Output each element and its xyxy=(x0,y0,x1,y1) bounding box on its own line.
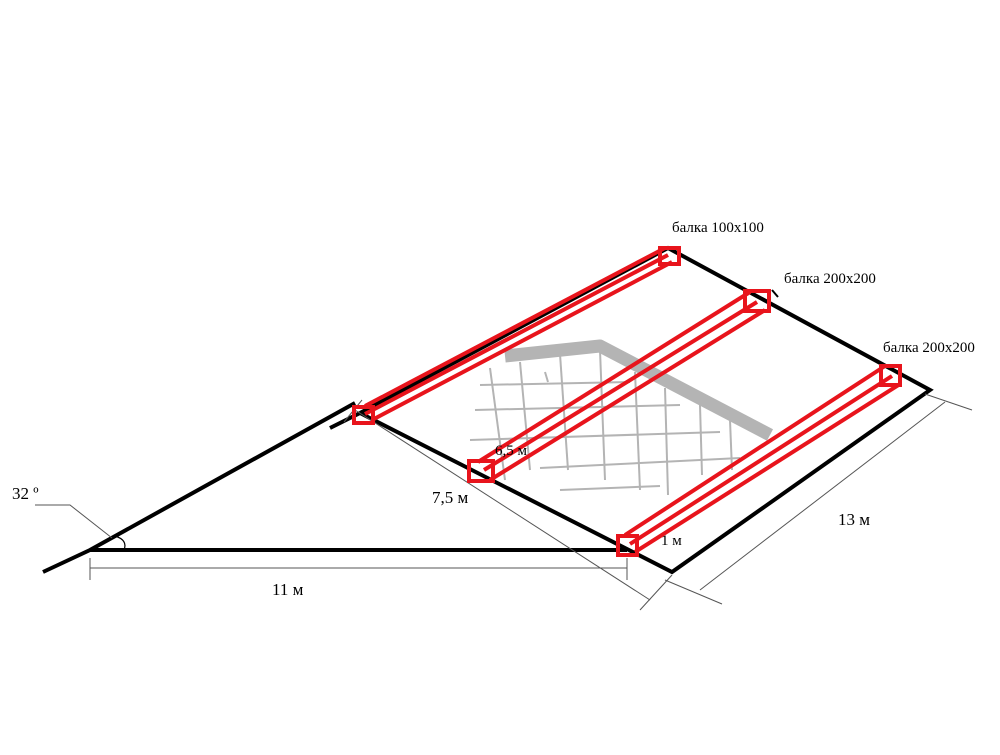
width-dimension-label: 13 м xyxy=(838,510,870,529)
roof-panel-outline xyxy=(359,245,934,575)
hatched-area xyxy=(469,339,774,496)
beam-gap-label: 6,5 м xyxy=(495,443,528,459)
angle-leader xyxy=(35,504,113,539)
angle-label: 32 º xyxy=(12,484,39,503)
beam-label-1: балка 100х100 xyxy=(672,220,764,236)
structure-outline xyxy=(42,245,934,575)
dim-end-gap-line xyxy=(639,574,673,611)
angle-arc xyxy=(114,535,126,551)
base-dimension-label: 11 м xyxy=(272,580,304,599)
beam-label-3: балка 200х200 xyxy=(883,340,975,356)
end-gap-label: 1 м xyxy=(661,533,682,549)
dimension-lines xyxy=(89,393,973,611)
slope-edge xyxy=(42,401,356,574)
beam-2 xyxy=(467,289,771,483)
beam-label-2: балка 200х200 xyxy=(784,271,876,287)
dim-width-line xyxy=(699,401,946,591)
beam-1 xyxy=(352,246,681,425)
dim-slope-line xyxy=(354,409,651,601)
hatched-area-thick-border xyxy=(504,339,774,441)
beam-2-pointer xyxy=(771,289,779,298)
beam-3 xyxy=(616,364,902,557)
slope-dimension-label: 7,5 м xyxy=(432,488,469,507)
